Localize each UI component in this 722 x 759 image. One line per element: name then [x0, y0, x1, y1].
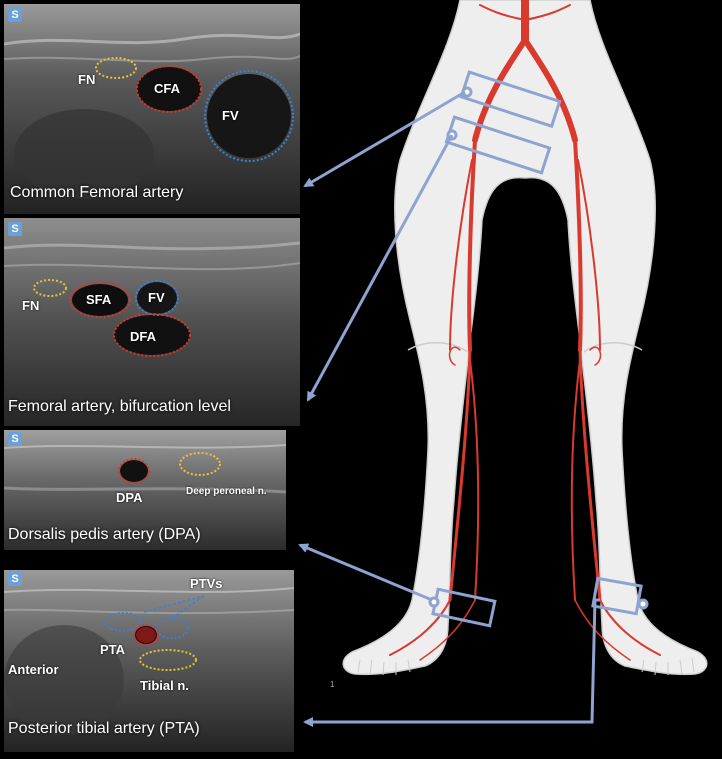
ultrasound-image-dpa [4, 430, 286, 550]
label-pta: PTA [100, 642, 126, 657]
ultrasound-image-bifurcation [4, 218, 300, 426]
caption-cfa: Common Femoral artery [10, 184, 184, 201]
label-tibial-n: Tibial n. [140, 678, 189, 693]
label-ptvs: PTVs [190, 576, 223, 591]
label-fn-2: FN [22, 298, 40, 313]
fv-outline [204, 70, 294, 162]
label-fv-2: FV [148, 290, 165, 305]
probe-bifurcation [444, 115, 552, 175]
ultrasound-panel-bifurcation: S FN SFA FV DFA Femoral artery, bifurcat… [4, 218, 300, 426]
ultrasound-panel-dpa: S DPA Deep peroneal n. Dorsalis pedis ar… [4, 430, 286, 550]
cfa-outline [136, 65, 202, 113]
caption-bifurcation: Femoral artery, bifurcation level [8, 398, 231, 415]
ultrasound-panel-pta: S PTVs PTA Anterior Tibial n. Posterior … [4, 570, 294, 752]
label-sfa: SFA [86, 292, 112, 307]
us-logo-icon: S [8, 572, 22, 586]
ultrasound-image-cfa [4, 4, 300, 214]
arrow-to-pta [303, 598, 600, 727]
arrow-to-bifurcation [306, 134, 454, 402]
label-fv: FV [222, 108, 239, 123]
caption-dpa: Dorsalis pedis artery (DPA) [8, 526, 201, 543]
ultrasound-image-pta [4, 570, 294, 752]
caption-pta: Posterior tibial artery (PTA) [8, 720, 200, 737]
label-dfa: DFA [130, 329, 156, 344]
label-dpa: DPA [116, 490, 143, 505]
ultrasound-panel-cfa: S FN CFA FV Common Femoral artery [4, 4, 300, 214]
us-logo-icon: S [8, 432, 22, 446]
arrow-to-dpa [298, 543, 433, 602]
arrow-to-cfa [303, 90, 466, 188]
depth-scale-mark: 1 [330, 680, 335, 689]
label-cfa: CFA [154, 81, 180, 96]
fn-outline [95, 57, 137, 79]
artery-tree [389, 0, 661, 661]
label-anterior: Anterior [8, 662, 59, 677]
label-deep-peroneal: Deep peroneal n. [186, 486, 267, 497]
probe-markers [428, 70, 649, 628]
probe-cfa [459, 70, 562, 129]
label-fn: FN [78, 72, 96, 87]
us-logo-icon: S [8, 222, 22, 236]
us-logo-icon: S [8, 8, 22, 22]
probe-pta [591, 576, 643, 616]
